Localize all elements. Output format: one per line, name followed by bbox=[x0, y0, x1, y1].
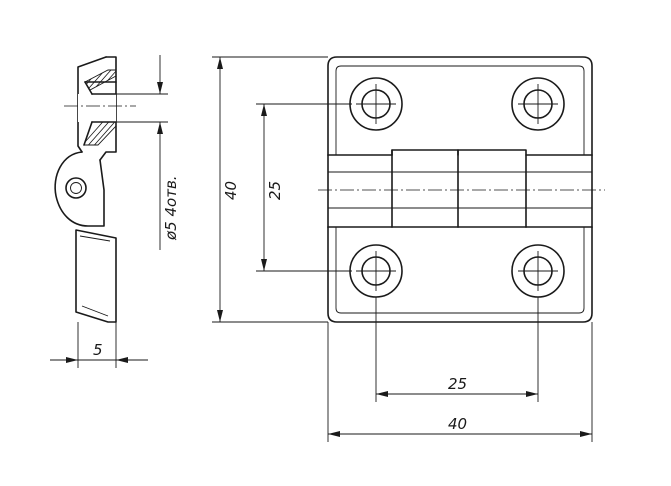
side-thickness-label: 5 bbox=[93, 341, 103, 359]
side-lower-leaf bbox=[75, 229, 117, 323]
hole-spacing-width-label: 25 bbox=[448, 375, 467, 393]
pin-hole bbox=[65, 177, 87, 199]
mounting-hole-top-right bbox=[511, 77, 565, 131]
mounting-hole-bottom-left bbox=[349, 244, 403, 298]
overall-height-dimension: 40 bbox=[212, 56, 328, 323]
front-lower-leaf bbox=[327, 226, 593, 323]
overall-height-label: 40 bbox=[222, 181, 240, 200]
hole-diameter-label: ø5 4отв. bbox=[162, 175, 180, 241]
hole-spacing-height-label: 25 bbox=[266, 181, 284, 200]
front-upper-leaf bbox=[327, 56, 593, 156]
mounting-hole-bottom-right bbox=[511, 244, 565, 298]
hole-spacing-width-dimension: 25 bbox=[375, 297, 539, 402]
overall-width-dimension: 40 bbox=[327, 322, 593, 442]
knuckle-band bbox=[318, 149, 605, 228]
hole-spacing-height-dimension: 25 bbox=[256, 103, 352, 272]
hole-diameter-dimension: ø5 4отв. bbox=[116, 55, 180, 250]
front-view bbox=[318, 56, 605, 323]
section-hatch-top bbox=[85, 70, 116, 90]
mounting-hole-top-left bbox=[349, 77, 403, 131]
side-upper-leaf bbox=[99, 56, 117, 161]
side-knuckle bbox=[54, 151, 105, 227]
side-thickness-dimension: 5 bbox=[50, 322, 148, 368]
side-view bbox=[54, 56, 136, 323]
overall-width-label: 40 bbox=[448, 415, 467, 433]
